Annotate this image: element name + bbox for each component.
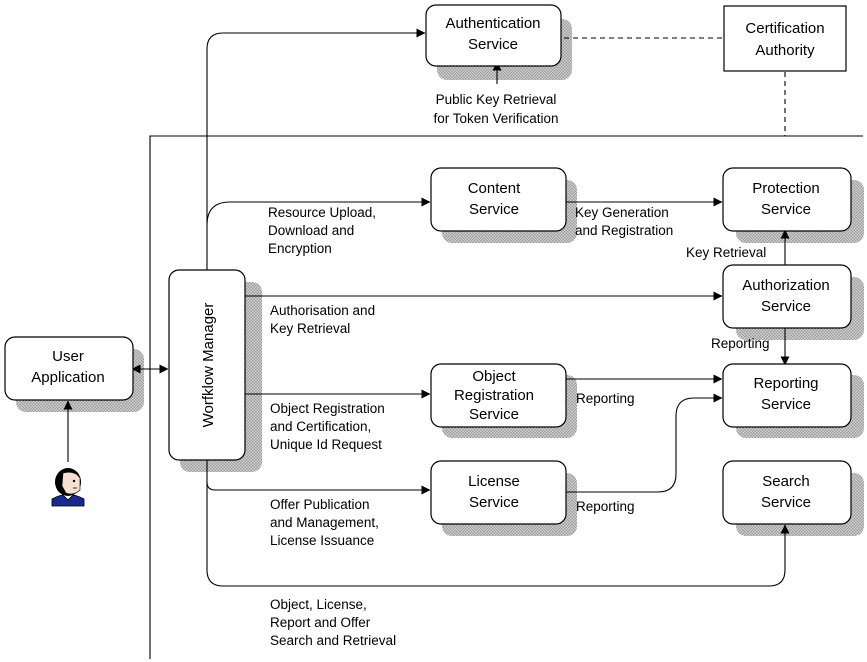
svg-text:Reporting: Reporting — [576, 499, 635, 514]
svg-text:License: License — [468, 473, 520, 490]
svg-text:Authorization: Authorization — [742, 277, 830, 294]
svg-text:and Management,: and Management, — [270, 515, 379, 530]
svg-text:Authorisation and: Authorisation and — [270, 303, 375, 318]
svg-text:Object Registration: Object Registration — [270, 401, 385, 416]
node-content-service: Content Service — [430, 167, 567, 232]
node-search-service: Search Service — [722, 460, 852, 525]
svg-text:Content: Content — [468, 180, 521, 197]
node-certification-authority: Certification Authority — [723, 5, 847, 72]
edge-labels: Public Key Retrieval for Token Verificat… — [268, 92, 770, 648]
svg-text:Service: Service — [468, 36, 518, 53]
svg-text:Reporting: Reporting — [711, 336, 770, 351]
edge-workflow-search — [206, 482, 790, 587]
svg-text:User: User — [52, 348, 84, 365]
svg-text:Application: Application — [31, 369, 104, 386]
svg-text:Key Retrieval: Key Retrieval — [686, 245, 766, 260]
svg-text:Reporting: Reporting — [753, 375, 818, 392]
system-boundary — [149, 135, 863, 659]
node-license-service: License Service — [430, 460, 567, 525]
svg-text:Key Generation: Key Generation — [575, 205, 669, 220]
edge-license-reporting — [565, 393, 723, 493]
svg-text:Public Key Retrieval: Public Key Retrieval — [436, 92, 557, 107]
svg-text:Registration: Registration — [454, 387, 534, 404]
svg-text:Certification: Certification — [745, 20, 824, 37]
svg-text:Worfklow Manager: Worfklow Manager — [200, 303, 217, 428]
user-person-icon — [51, 468, 85, 507]
node-user-application: User Application — [4, 336, 134, 401]
connectors — [63, 28, 790, 587]
node-protection-service: Protection Service — [722, 167, 852, 232]
node-object-registration-service: Object Registration Service — [430, 363, 567, 428]
svg-text:Authority: Authority — [755, 42, 815, 59]
svg-text:and Registration: and Registration — [575, 223, 673, 238]
edge-workflow-content — [206, 197, 431, 226]
svg-text:Resource Upload,: Resource Upload, — [268, 205, 376, 220]
svg-text:Service: Service — [761, 201, 811, 218]
svg-text:Search: Search — [762, 473, 810, 490]
svg-text:for Token Verification: for Token Verification — [433, 111, 558, 126]
svg-text:Service: Service — [761, 298, 811, 315]
svg-text:Search and Retrieval: Search and Retrieval — [270, 633, 396, 648]
svg-text:Service: Service — [469, 201, 519, 218]
svg-text:Download and: Download and — [268, 223, 354, 238]
edge-workflow-authentication — [206, 28, 426, 271]
svg-text:License Issuance: License Issuance — [270, 533, 374, 548]
svg-text:Service: Service — [469, 406, 519, 423]
svg-text:Service: Service — [761, 396, 811, 413]
svg-text:and Certification,: and Certification, — [270, 419, 371, 434]
svg-text:Unique Id Request: Unique Id Request — [270, 437, 382, 452]
svg-text:Key Retrieval: Key Retrieval — [270, 321, 350, 336]
svg-text:Service: Service — [761, 494, 811, 511]
node-authorization-service: Authorization Service — [722, 264, 852, 329]
svg-text:Authentication: Authentication — [445, 15, 540, 32]
svg-text:Service: Service — [469, 494, 519, 511]
node-workflow-manager: Worfklow Manager — [168, 269, 246, 461]
svg-text:Reporting: Reporting — [576, 391, 635, 406]
svg-text:Offer Publication: Offer Publication — [270, 497, 370, 512]
node-reporting-service: Reporting Service — [722, 363, 852, 428]
node-authentication-service: Authentication Service — [425, 4, 562, 67]
svg-text:Object, License,: Object, License, — [270, 597, 367, 612]
svg-text:Encryption: Encryption — [268, 241, 332, 256]
svg-text:Object: Object — [472, 368, 516, 385]
svg-text:Protection: Protection — [752, 180, 820, 197]
svg-text:Report and Offer: Report and Offer — [270, 615, 371, 630]
